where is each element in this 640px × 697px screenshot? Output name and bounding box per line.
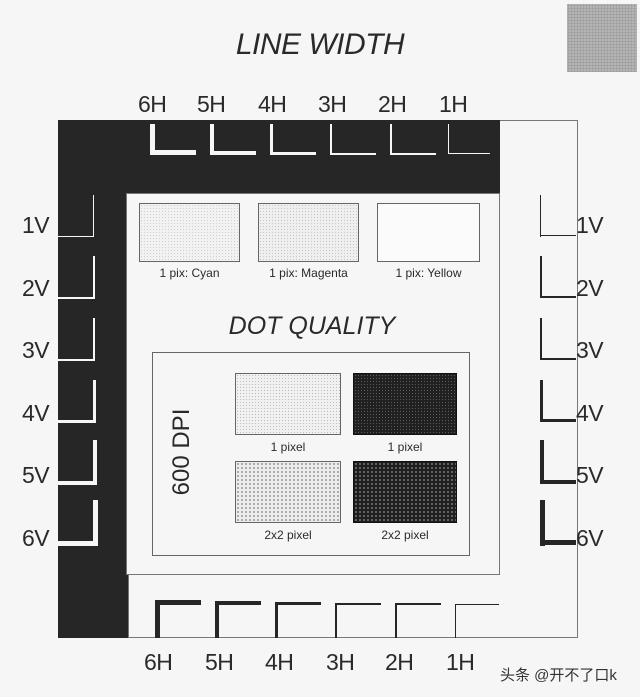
cyan-swatch: [139, 203, 240, 262]
v-label-left: 3V: [22, 337, 50, 363]
h-label-top: 3H: [318, 91, 347, 117]
v-label-left: 2V: [22, 275, 50, 301]
h-label-bottom: 3H: [326, 649, 355, 675]
yellow-swatch: [377, 203, 480, 262]
h-label-bottom: 1H: [446, 649, 475, 675]
right-light-band: [500, 120, 578, 638]
line-width-title: LINE WIDTH: [235, 28, 405, 61]
v-label-left: 6V: [22, 525, 50, 551]
h-label-top: 1H: [439, 91, 468, 117]
dark-1pixel-caption: 1 pixel: [387, 440, 423, 454]
v-label-right: 3V: [576, 337, 604, 363]
h-label-top: 5H: [197, 91, 226, 117]
dot-quality-title: DOT QUALITY: [228, 312, 396, 340]
v-label-right: 1V: [576, 212, 604, 238]
dark-2x2-swatch: [353, 461, 457, 523]
v-label-left: 4V: [22, 400, 50, 426]
v-label-right: 5V: [576, 462, 604, 488]
gray-test-patch: [567, 4, 637, 72]
light-2x2-swatch: [235, 461, 341, 523]
magenta-caption: 1 pix: Magenta: [269, 266, 348, 280]
dark-1pixel-swatch: [353, 373, 457, 435]
cyan-caption: 1 pix: Cyan: [159, 266, 220, 280]
v-label-right: 6V: [576, 525, 604, 551]
magenta-swatch: [258, 203, 359, 262]
h-label-top: 2H: [378, 91, 407, 117]
dark-2x2-caption: 2x2 pixel: [381, 528, 429, 542]
h-label-bottom: 4H: [265, 649, 294, 675]
yellow-caption: 1 pix: Yellow: [395, 266, 462, 280]
watermark: 头条 @开不了口k: [500, 667, 617, 684]
h-label-bottom: 2H: [385, 649, 414, 675]
h-label-top: 6H: [138, 91, 167, 117]
light-2x2-caption: 2x2 pixel: [264, 528, 312, 542]
top-dark-band: [58, 120, 500, 193]
v-label-left: 5V: [22, 462, 50, 488]
dpi-label: 600 DPI: [168, 408, 195, 496]
h-label-top: 4H: [258, 91, 287, 117]
light-1pixel-swatch: [235, 373, 341, 435]
h-label-bottom: 5H: [205, 649, 234, 675]
v-label-right: 4V: [576, 400, 604, 426]
h-label-bottom: 6H: [144, 649, 173, 675]
bottom-light-band: [128, 575, 578, 638]
v-label-left: 1V: [22, 212, 50, 238]
v-label-right: 2V: [576, 275, 604, 301]
light-1pixel-caption: 1 pixel: [270, 440, 306, 454]
